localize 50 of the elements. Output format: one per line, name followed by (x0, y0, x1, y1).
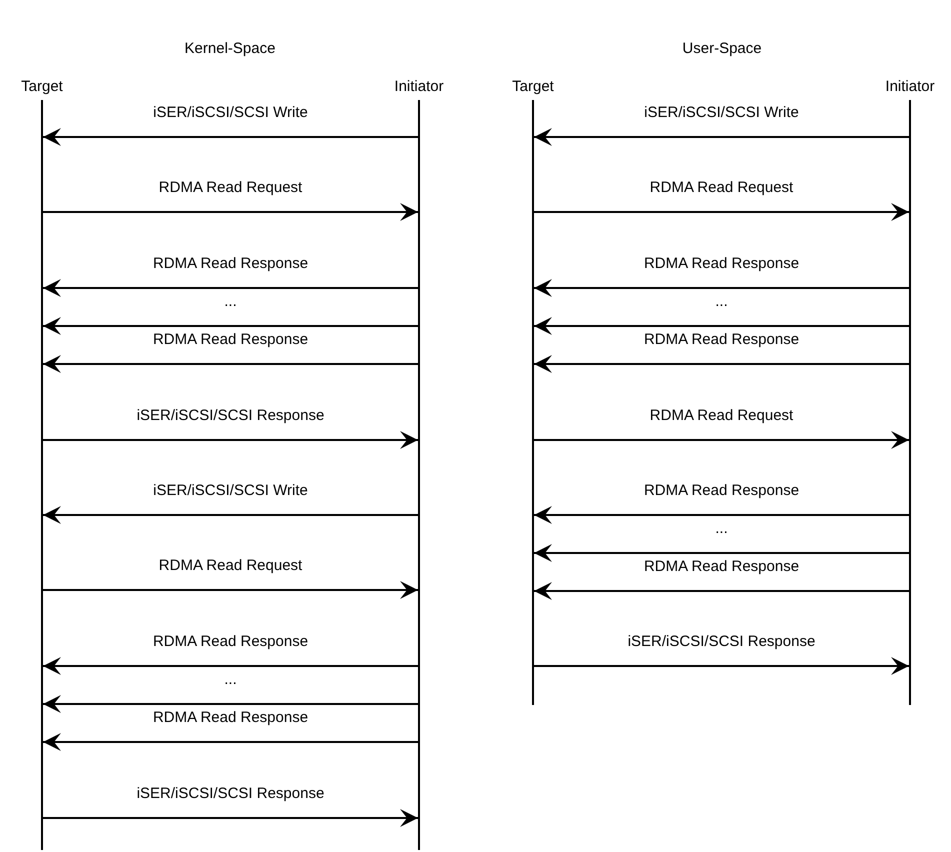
edge-label: iSER/iSCSI/SCSI Response (136, 407, 324, 425)
edge-label: RDMA Read Response (644, 482, 800, 500)
edge-label: ... (224, 671, 237, 689)
message-arrow (43, 506, 418, 524)
message-arrow (43, 279, 418, 297)
message-arrow (534, 355, 909, 373)
message-arrow (534, 506, 909, 524)
message-arrow (43, 809, 418, 827)
lifeline-label: Initiator (885, 78, 935, 96)
section-heading: User-Space (682, 40, 762, 58)
message-arrow (534, 431, 909, 449)
message-arrow (534, 128, 909, 146)
message-arrow (43, 317, 418, 335)
edge-label: iSER/iSCSI/SCSI Write (153, 104, 308, 122)
edge-label: ... (715, 520, 728, 538)
message-arrow (534, 582, 909, 600)
edge-label: RDMA Read Request (650, 407, 794, 425)
message-arrow (534, 203, 909, 221)
message-arrow (43, 733, 418, 751)
message-arrow (534, 544, 909, 562)
edge-label: iSER/iSCSI/SCSI Write (153, 482, 308, 500)
message-arrow (534, 317, 909, 335)
edge-label: RDMA Read Response (644, 255, 800, 273)
message-arrow (43, 657, 418, 675)
edge-label: ... (224, 293, 237, 311)
message-arrow (43, 203, 418, 221)
edge-label: RDMA Read Request (158, 557, 302, 575)
edge-label: RDMA Read Response (152, 331, 308, 349)
message-arrow (43, 128, 418, 146)
lifeline-label: Target (21, 78, 63, 96)
edge-label: RDMA Read Request (650, 179, 794, 197)
message-arrow (534, 279, 909, 297)
edge-label: RDMA Read Response (152, 709, 308, 727)
edge-label: iSER/iSCSI/SCSI Write (644, 104, 799, 122)
message-arrow (43, 355, 418, 373)
edge-label: iSER/iSCSI/SCSI Response (628, 633, 816, 651)
message-arrow (43, 431, 418, 449)
message-arrow (43, 581, 418, 599)
lifeline-label: Target (512, 78, 554, 96)
lifeline-label: Initiator (394, 78, 444, 96)
message-arrow (534, 657, 909, 675)
edge-label: RDMA Read Response (152, 633, 308, 651)
edge-label: RDMA Read Response (152, 255, 308, 273)
section-heading: Kernel-Space (184, 40, 276, 58)
edge-label: ... (715, 293, 728, 311)
edge-label: iSER/iSCSI/SCSI Response (136, 785, 324, 803)
edge-label: RDMA Read Request (158, 179, 302, 197)
edge-label: RDMA Read Response (644, 558, 800, 576)
message-arrow (43, 695, 418, 713)
edge-label: RDMA Read Response (644, 331, 800, 349)
